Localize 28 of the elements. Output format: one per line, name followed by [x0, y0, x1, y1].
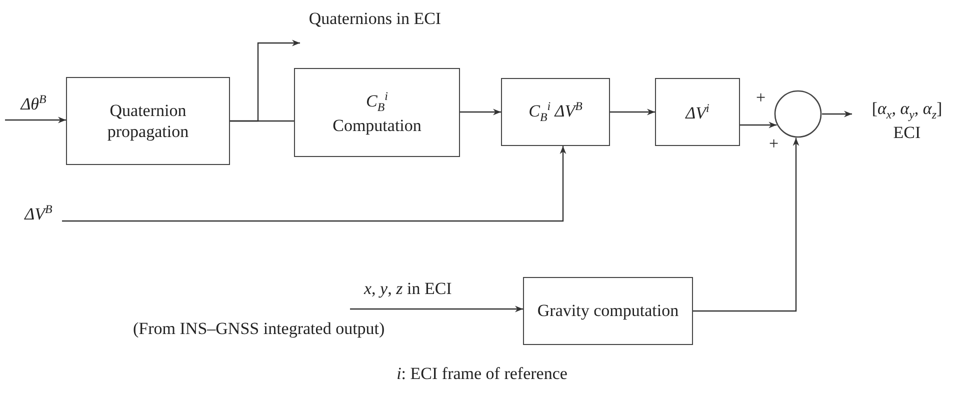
symbol: Δθ$^{B}$: [20, 92, 46, 115]
arrow: [740, 122, 777, 128]
frame-label: ECI: [893, 122, 921, 144]
box-text: Computation: [332, 114, 422, 136]
process-box: [655, 78, 740, 146]
sign-label: +: [769, 134, 779, 154]
box-text: Quaternion propagation: [106, 100, 190, 142]
process-box: [294, 68, 460, 157]
box-text: Gravity computation: [537, 300, 679, 322]
source-note: (From INS–GNSS integrated output): [133, 319, 385, 339]
process-box: [501, 78, 610, 146]
process-box: [66, 77, 230, 165]
sign-label: +: [756, 88, 766, 108]
arrow: [610, 108, 655, 116]
matrix-expression: C$_{B}$$^{i}$ ΔV$^{B}$: [528, 99, 582, 125]
arrow: [693, 138, 800, 312]
velocity-symbol: ΔV$^{i}$: [686, 100, 710, 124]
symbol: ΔV$^{B}$: [24, 202, 52, 225]
arrow: [822, 110, 852, 118]
arrow: [62, 146, 566, 222]
arrow: [460, 108, 501, 116]
summing-junction: [774, 90, 822, 138]
arrow: [5, 116, 66, 124]
footnote: i: ECI frame of reference: [396, 364, 568, 384]
arrow: [350, 306, 523, 312]
output-text: Quaternions in ECI: [308, 8, 442, 30]
process-box: [523, 277, 693, 345]
acceleration-vector: [α$_{x}$, α$_{y}$, α$_{z}$]: [872, 98, 942, 122]
